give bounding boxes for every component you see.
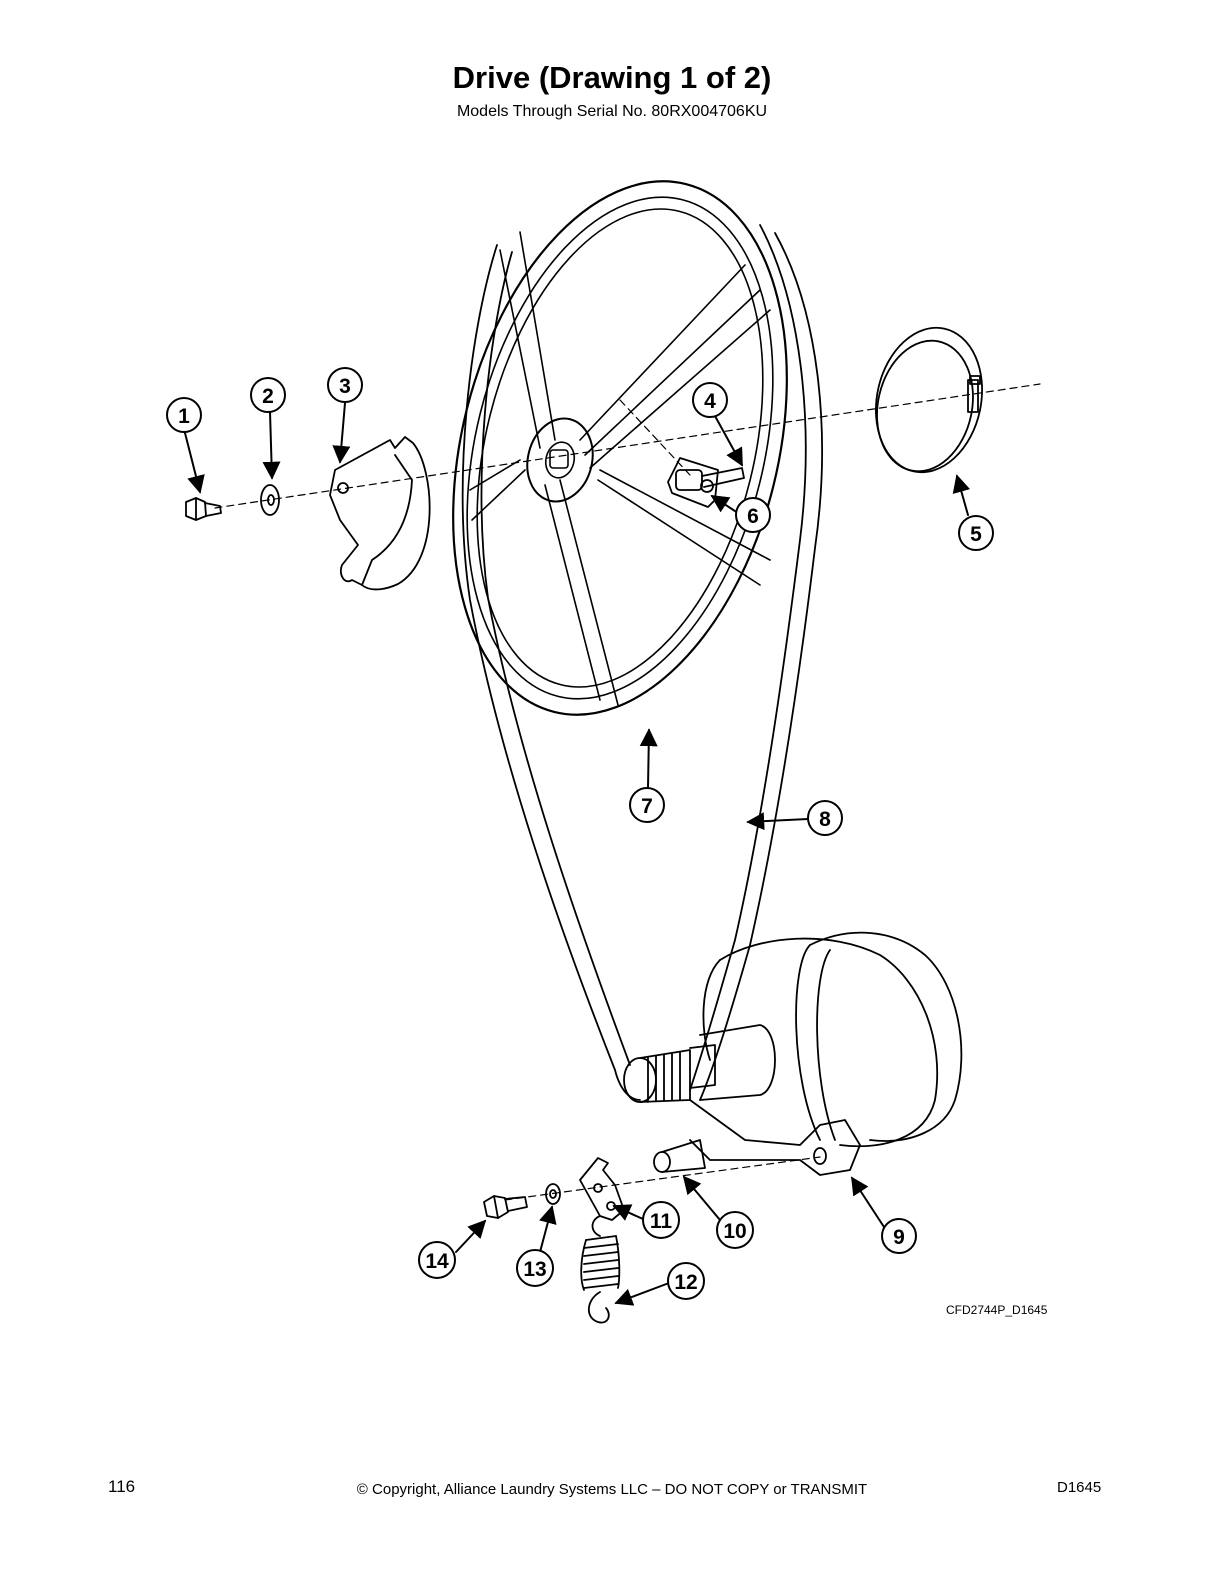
callout-10-label: 10 — [723, 1220, 746, 1243]
drive-pulley — [452, 180, 788, 716]
callout-3-label: 3 — [339, 375, 351, 398]
page-title: Drive (Drawing 1 of 2) — [452, 60, 772, 95]
callout-11: 11 — [642, 1201, 680, 1239]
callout-10: 10 — [716, 1211, 754, 1249]
clamp-part-5 — [875, 326, 983, 474]
copyright-notice: © Copyright, Alliance Laundry Systems LL… — [356, 1481, 868, 1498]
callout-6: 6 — [735, 497, 771, 533]
callout-1: 1 — [166, 397, 202, 433]
bolt-part-14 — [483, 1195, 528, 1219]
callout-8: 8 — [807, 800, 843, 836]
drawing-id: CFD2744P_D1645 — [946, 1303, 1048, 1317]
callout-7-label: 7 — [641, 795, 653, 818]
callout-leaders — [184, 402, 971, 1306]
retainer-part-3 — [329, 436, 431, 591]
callout-13-label: 13 — [523, 1258, 546, 1281]
callout-12-label: 12 — [674, 1271, 697, 1294]
spring-part-12 — [580, 1215, 621, 1324]
callout-2-label: 2 — [262, 385, 274, 408]
callout-14-label: 14 — [425, 1250, 449, 1273]
drive-belt — [461, 224, 823, 1101]
callout-4: 4 — [692, 382, 728, 418]
callout-6-label: 6 — [747, 505, 759, 528]
callout-4-label: 4 — [704, 390, 716, 413]
callout-5: 5 — [958, 515, 994, 551]
callout-8-label: 8 — [819, 808, 831, 831]
center-axis-lines — [214, 383, 1041, 1201]
bolt-part-1 — [185, 497, 222, 521]
bracket-part-11 — [579, 1157, 625, 1221]
callout-5-label: 5 — [970, 523, 982, 546]
washer-part-13 — [545, 1183, 561, 1205]
spindle-assembly-part-4-6 — [667, 457, 745, 508]
callout-3: 3 — [327, 367, 363, 403]
callout-7: 7 — [629, 787, 665, 823]
page-number: 116 — [108, 1477, 136, 1496]
motor-part-9 — [623, 931, 963, 1176]
document-code: D1645 — [1057, 1479, 1102, 1496]
callout-2: 2 — [250, 377, 286, 413]
callout-14: 14 — [418, 1241, 456, 1279]
callout-1-label: 1 — [178, 405, 190, 428]
callout-11-label: 11 — [650, 1210, 673, 1233]
washer-part-2 — [260, 484, 280, 516]
page-subtitle: Models Through Serial No. 80RX004706KU — [456, 103, 768, 120]
callout-12: 12 — [667, 1262, 705, 1300]
callout-9-label: 9 — [893, 1226, 905, 1249]
callout-9: 9 — [881, 1218, 917, 1254]
callouts: 1 2 3 4 5 6 7 8 9 10 11 12 13 14 — [166, 367, 994, 1300]
callout-13: 13 — [516, 1249, 554, 1287]
